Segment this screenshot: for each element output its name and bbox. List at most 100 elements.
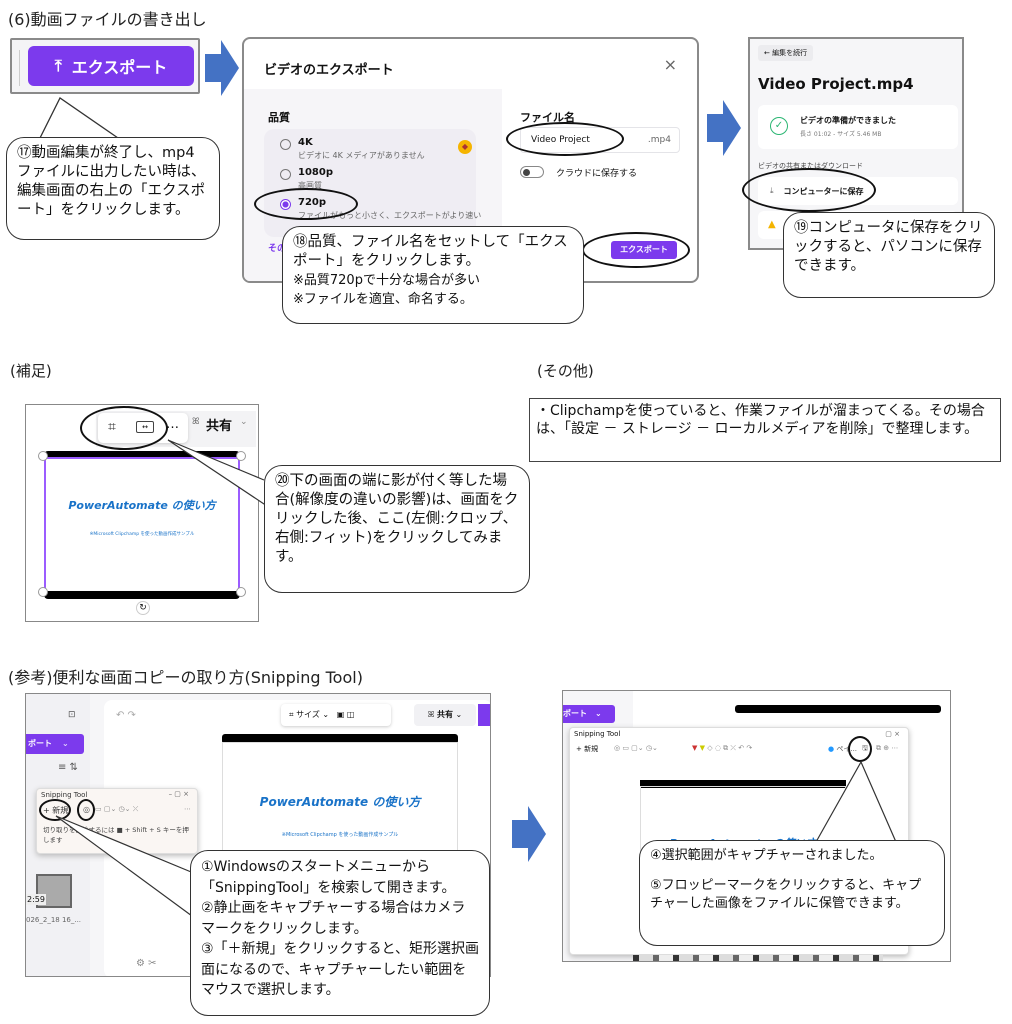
- window-controls-icon[interactable]: ▢ ×: [885, 730, 900, 738]
- sort-icon[interactable]: ≡ ⇅: [58, 762, 78, 773]
- callout-line: ⑤フロッピーマークをクリックすると、キャプチャーした画像をファイルに保管できます…: [650, 878, 922, 911]
- callout-line: ④選択範囲がキャプチャーされました。: [650, 848, 883, 863]
- undo-icon[interactable]: ↶ ↷: [116, 710, 136, 721]
- callout-line: ①Windowsのスタートメニューから「SnippingTool」を検索して開き…: [201, 859, 456, 896]
- pen-icons[interactable]: ▼ ▼ ◇ ◌ ⧉ ⤫ ↶ ↷: [692, 744, 753, 752]
- section-title: (6)動画ファイルの書き出し: [8, 10, 207, 29]
- resize-handle[interactable]: [236, 451, 246, 461]
- highlight-ellipse: [848, 736, 872, 762]
- toolbar-icons[interactable]: ▭ ▢⌄ ◷⌄ ⤫: [95, 805, 139, 813]
- more-options-link[interactable]: その: [268, 244, 287, 254]
- more-icon[interactable]: …: [166, 417, 179, 432]
- divider: [12, 50, 20, 86]
- ready-title: ビデオの準備ができました: [800, 116, 896, 125]
- resize-handle[interactable]: [38, 451, 48, 461]
- clip-duration: 2:59: [26, 894, 46, 905]
- slide-title: PowerAutomate の使い方: [68, 499, 216, 512]
- rotate-icon[interactable]: ↻: [136, 601, 150, 615]
- radio-icon[interactable]: [280, 139, 291, 150]
- share-button[interactable]: ꕤ 共有 ⌄: [414, 704, 476, 726]
- callout-1-2-3: ①Windowsのスタートメニューから「SnippingTool」を検索して開き…: [190, 850, 490, 1016]
- export-button-screenshot: ⤒ エクスポート: [10, 38, 200, 94]
- check-circle-icon: ✓: [770, 117, 788, 135]
- cloud-toggle[interactable]: [520, 166, 544, 178]
- toolbar-icons[interactable]: ◎ ▭ ▢⌄ ◷⌄: [614, 744, 658, 752]
- callout-line: ※ファイルを適宜、命名する。: [293, 292, 473, 307]
- letterbox-bar: [44, 451, 240, 459]
- highlight-ellipse: [77, 799, 95, 821]
- close-icon[interactable]: ×: [663, 55, 677, 74]
- callout-4-5: ④選択範囲がキャプチャーされました。 ⑤フロッピーマークをクリックすると、キャプ…: [639, 840, 945, 946]
- panel-toggle-icon[interactable]: ⊡: [68, 710, 76, 720]
- tools-icon[interactable]: ⚙ ✂: [136, 958, 157, 969]
- export-button-label: エクスポート: [71, 58, 168, 77]
- toggle-knob: [523, 169, 530, 176]
- window-controls-icon[interactable]: – ▢ ×: [168, 790, 189, 798]
- chevron-down-icon: ⌄: [240, 417, 248, 427]
- next-arrow-icon: [707, 100, 741, 156]
- new-snip-button[interactable]: + 新規: [576, 745, 599, 753]
- option-sub: ビデオに 4K メディアがありません: [298, 151, 425, 160]
- export-label: ポート: [563, 709, 587, 718]
- export-button[interactable]: ポート ⌄: [563, 705, 615, 723]
- continue-editing-button[interactable]: ← 編集を続行: [758, 45, 814, 61]
- more-icon[interactable]: ⋯: [184, 805, 191, 813]
- option-label: 1080p: [298, 167, 333, 178]
- filename-label: ファイル名: [520, 111, 575, 124]
- snip-hint: 切り取りを開始するには ■ + Shift + S キーを押します: [43, 826, 189, 844]
- quality-label: 品質: [268, 111, 290, 124]
- result-filename: Video Project.mp4: [758, 75, 914, 93]
- people-icon: ꕤ: [427, 710, 435, 719]
- callout-line: ※品質720pで十分な場合が多い: [293, 273, 480, 288]
- copy-share-icons[interactable]: ⧉ ⊕ ⋯: [876, 744, 899, 752]
- next-arrow-icon: [512, 806, 546, 862]
- callout-19: ⑲コンピュータに保存をクリックすると、パソコンに保存できます。: [783, 212, 995, 298]
- slide-subtitle: ※Microsoft Clipchamp を使った動画作成サンプル: [89, 532, 195, 537]
- clip-filename: 026_2_18 16_...: [26, 916, 82, 924]
- radio-icon[interactable]: [280, 169, 291, 180]
- video-preview[interactable]: PowerAutomate の使い方 ※Microsoft Clipchamp …: [44, 457, 240, 593]
- resize-handle[interactable]: [38, 587, 48, 597]
- letterbox-bar: [735, 705, 941, 713]
- callout-20: ⑳下の画面の端に影が付く等した場合(解像度の違いの影響)は、画面をクリックした後…: [264, 465, 530, 593]
- snip-title: Snipping Tool: [41, 791, 88, 799]
- size-toolbar[interactable]: ⌗ サイズ ⌄ ▣ ◫: [281, 704, 391, 726]
- export-edge: [478, 704, 490, 726]
- chevron-down-icon: ⌄: [62, 739, 69, 748]
- export-button[interactable]: ⤒ エクスポート: [28, 46, 194, 86]
- option-label: 4K: [298, 137, 313, 148]
- people-icon: ꕤ: [192, 417, 200, 427]
- highlight-ellipse: [39, 799, 71, 821]
- export-button[interactable]: ポート ⌄: [26, 734, 84, 754]
- ready-card: ✓ ビデオの準備ができました 長さ 01:02 - サイズ 5.46 MB: [758, 105, 958, 149]
- ready-sub: 長さ 01:02 - サイズ 5.46 MB: [800, 131, 882, 138]
- resize-handle[interactable]: [236, 587, 246, 597]
- slide-subtitle: ※Microsoft Clipchamp を使った動画作成サンプル: [281, 832, 399, 838]
- upload-icon: ⤒: [54, 56, 62, 75]
- caption-icon: ◫: [346, 710, 355, 719]
- letterbox-bar: [222, 734, 458, 744]
- slide-title: PowerAutomate の使い方: [259, 795, 421, 809]
- filename-extension: .mp4: [647, 135, 671, 145]
- export-label: ポート: [28, 739, 52, 748]
- other-note: ・Clipchampを使っていると、作業ファイルが溜まってくる。その場合は、「設…: [529, 398, 1001, 462]
- callout-line: ⑱品質、ファイル名をセットして「エクスポート」をクリックします。: [293, 234, 568, 269]
- callout-line: ②静止画をキャプチャーする場合はカメラマークをクリックします。: [201, 900, 466, 937]
- highlight-ellipse: [506, 122, 624, 156]
- share-button[interactable]: 共有: [206, 419, 233, 434]
- supplement-title: (補足): [10, 362, 52, 380]
- paint-button[interactable]: ● ペイ...: [828, 745, 858, 753]
- callout-17: ⑰動画編集が終了し、mp4ファイルに出力したい時は、編集画面の右上の「エクスポー…: [6, 137, 220, 240]
- timeline-strip: [633, 955, 883, 961]
- option-sub: 高画質: [298, 181, 322, 190]
- highlight-ellipse: [254, 188, 358, 220]
- size-label: サイズ: [296, 710, 320, 719]
- letterbox-bar: [640, 780, 846, 788]
- chevron-down-icon: ⌄: [595, 709, 602, 718]
- cloud-toggle-label: クラウドに保存する: [556, 169, 638, 179]
- camera-icon: ▣: [336, 710, 345, 719]
- callout-line: ③「＋新規」をクリックすると、矩形選択画面になるので、キャプチャーしたい範囲をマ…: [201, 941, 479, 998]
